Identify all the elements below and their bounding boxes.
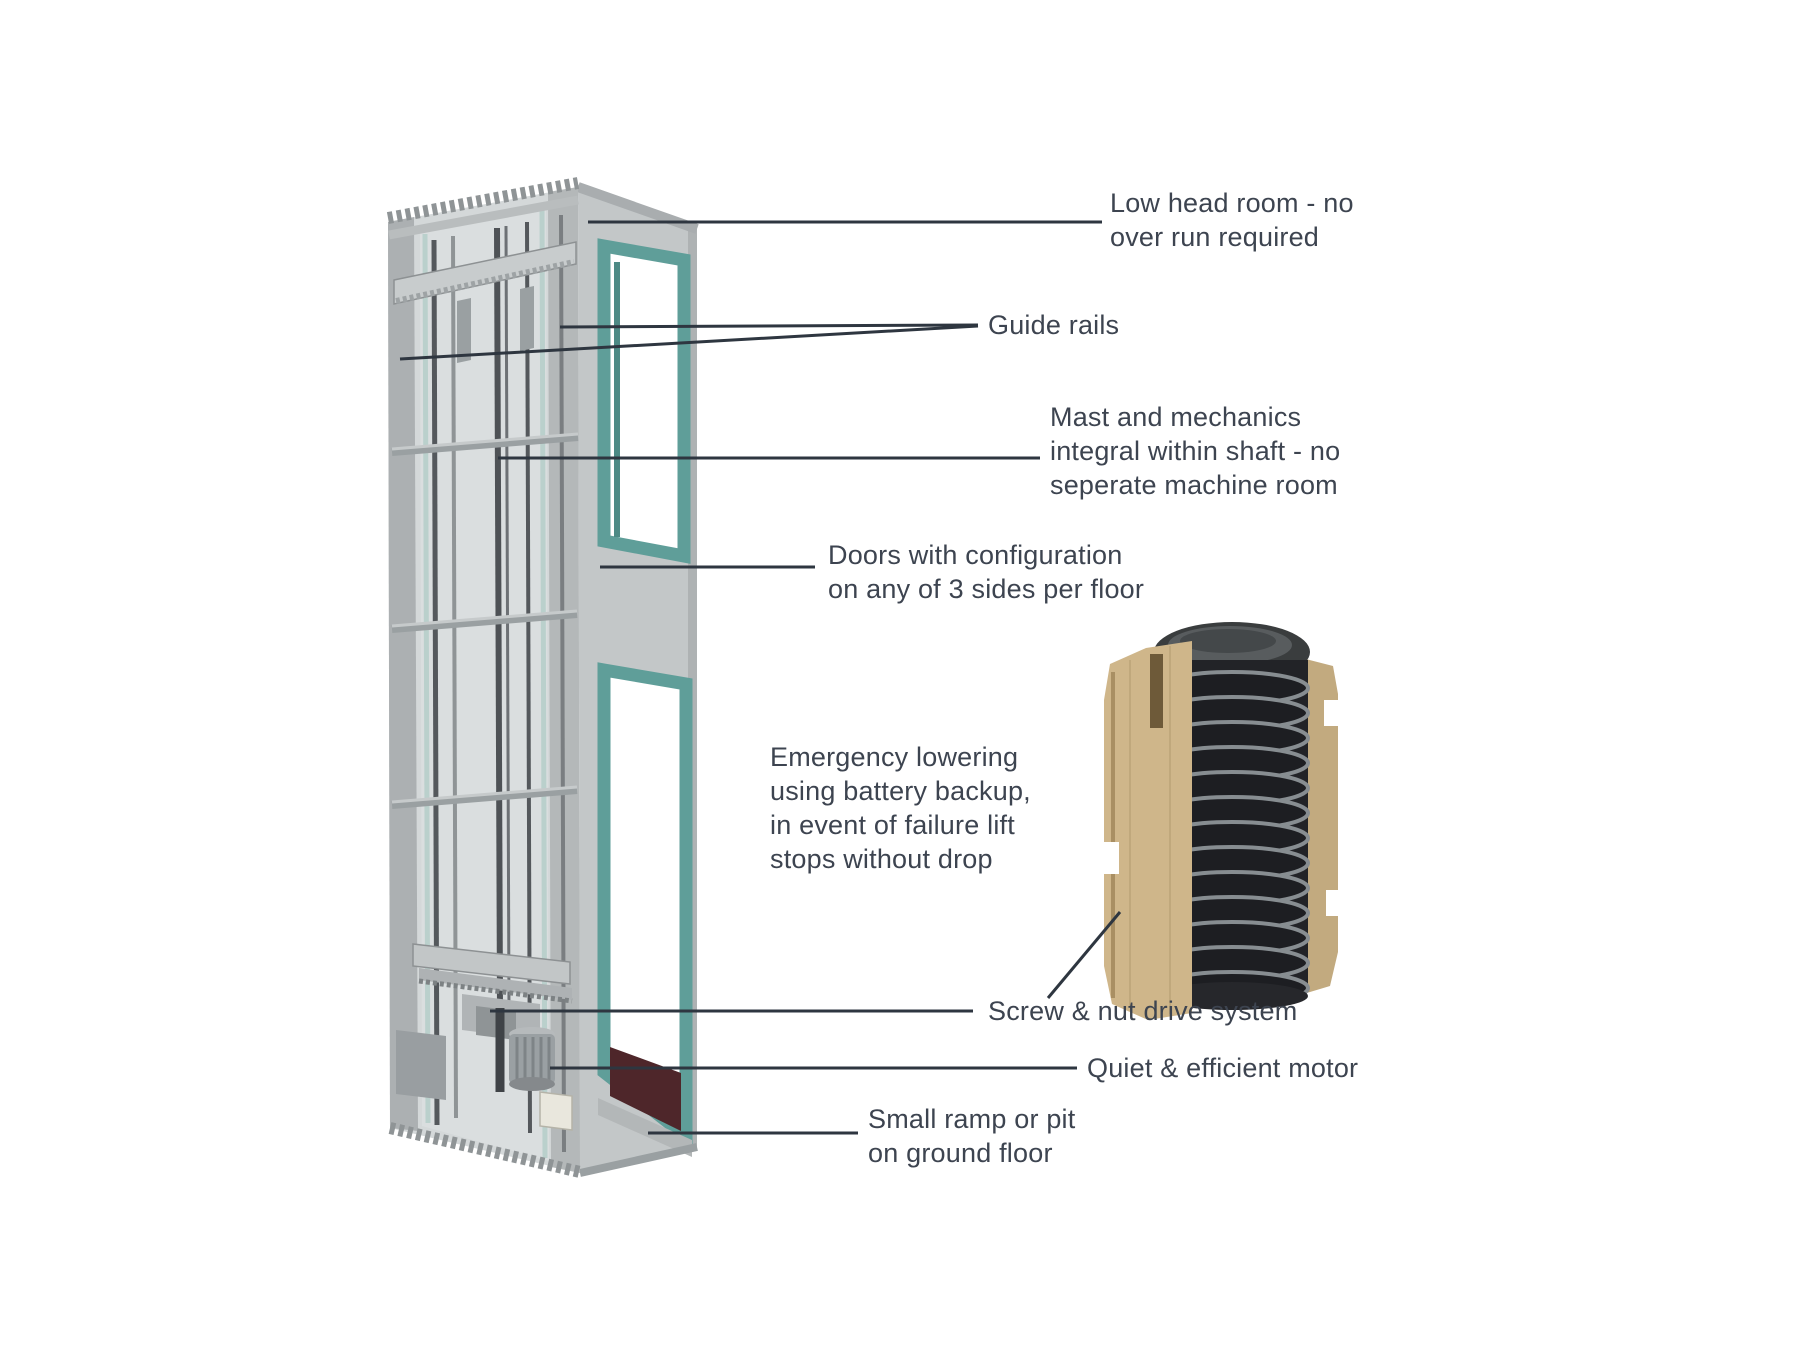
label-guide-rails: Guide rails (988, 310, 1120, 340)
lower-door-opening (597, 662, 693, 1150)
screw-nut-drive-photo (1104, 622, 1338, 1020)
base-ramp-edge (388, 1122, 582, 1178)
leader-guide-rails-lower (399, 324, 979, 361)
label-motor: Quiet & efficient motor (1087, 1053, 1359, 1083)
leader-guide-rails-upper (559, 323, 979, 329)
upper-door-opening (597, 238, 691, 564)
drive-motor (509, 1034, 555, 1091)
label-low-head-room: Low head room - no over run required (1110, 188, 1354, 252)
top-carriage-beam (393, 241, 577, 363)
lift-shaft-3d-render (386, 177, 699, 1178)
door-sill (598, 1098, 692, 1157)
leader-screw-nut-photo (1046, 911, 1122, 999)
label-emergency-lowering: Emergency lowering using battery backup,… (770, 742, 1031, 874)
nut-left-plate (1104, 641, 1192, 1020)
label-screw-nut-drive: Screw & nut drive system (988, 996, 1298, 1026)
drive-carriage (396, 943, 573, 1131)
label-mast: Mast and mechanics integral within shaft… (1050, 402, 1341, 500)
label-ramp: Small ramp or pit on ground floor (868, 1104, 1076, 1168)
label-doors: Doors with configuration on any of 3 sid… (828, 540, 1145, 604)
leader-lines (399, 220, 1122, 1135)
control-box (539, 1091, 573, 1131)
mast-cross-bars (391, 432, 579, 809)
